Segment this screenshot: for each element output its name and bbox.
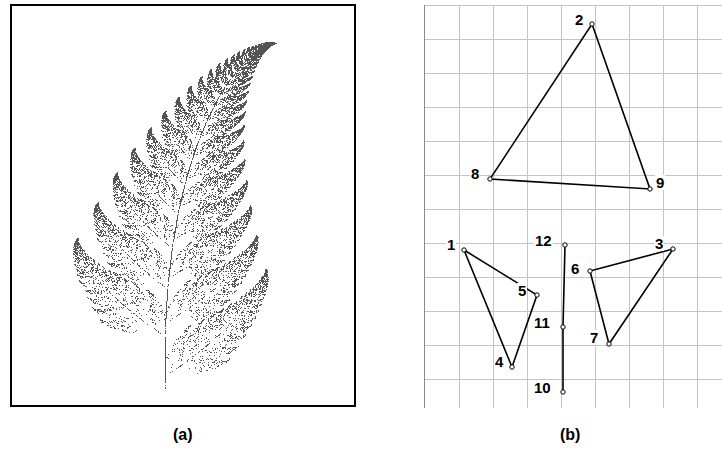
grid-line bbox=[629, 5, 630, 408]
triangle bbox=[490, 24, 650, 189]
grid-line bbox=[697, 5, 698, 408]
callout-number: 6 bbox=[570, 261, 580, 276]
grid-line bbox=[425, 5, 722, 6]
vertex-dots bbox=[462, 22, 675, 394]
frame bbox=[11, 5, 355, 406]
triangle bbox=[590, 249, 673, 344]
callout-number: 3 bbox=[654, 236, 664, 251]
grid-line bbox=[561, 5, 562, 408]
grid-line bbox=[459, 5, 460, 408]
grid-line bbox=[425, 345, 722, 346]
grid-line bbox=[595, 5, 596, 408]
callout-number: 10 bbox=[533, 380, 552, 395]
grid-line bbox=[425, 311, 722, 312]
grid-line bbox=[493, 5, 494, 408]
grid-line bbox=[425, 107, 722, 108]
grid-line bbox=[527, 5, 528, 408]
triangle bbox=[464, 250, 537, 367]
grid-line bbox=[425, 209, 722, 210]
grid-line bbox=[425, 39, 722, 40]
callout-number: 5 bbox=[517, 283, 527, 298]
grid-line bbox=[425, 73, 722, 74]
callout-number: 11 bbox=[533, 315, 551, 330]
callout-number: 4 bbox=[494, 354, 504, 369]
transform-triangles bbox=[464, 24, 673, 392]
grid-line bbox=[425, 243, 722, 244]
grid-line bbox=[425, 277, 722, 278]
stem-segment bbox=[563, 245, 565, 392]
callout-number: 1 bbox=[446, 237, 456, 252]
callout-number: 12 bbox=[534, 233, 553, 248]
fern-fractal bbox=[73, 42, 277, 389]
grid-line bbox=[425, 379, 722, 380]
callout-number: 9 bbox=[655, 175, 665, 190]
callout-number: 8 bbox=[470, 166, 480, 181]
panel-caption: (a) bbox=[172, 427, 194, 443]
callout-number: 7 bbox=[589, 330, 599, 345]
callout-number: 2 bbox=[574, 12, 584, 27]
grid-line bbox=[425, 141, 722, 142]
grid-border bbox=[424, 5, 425, 408]
grid bbox=[425, 5, 722, 408]
grid-line bbox=[663, 5, 664, 408]
panel-caption: (b) bbox=[559, 427, 581, 443]
